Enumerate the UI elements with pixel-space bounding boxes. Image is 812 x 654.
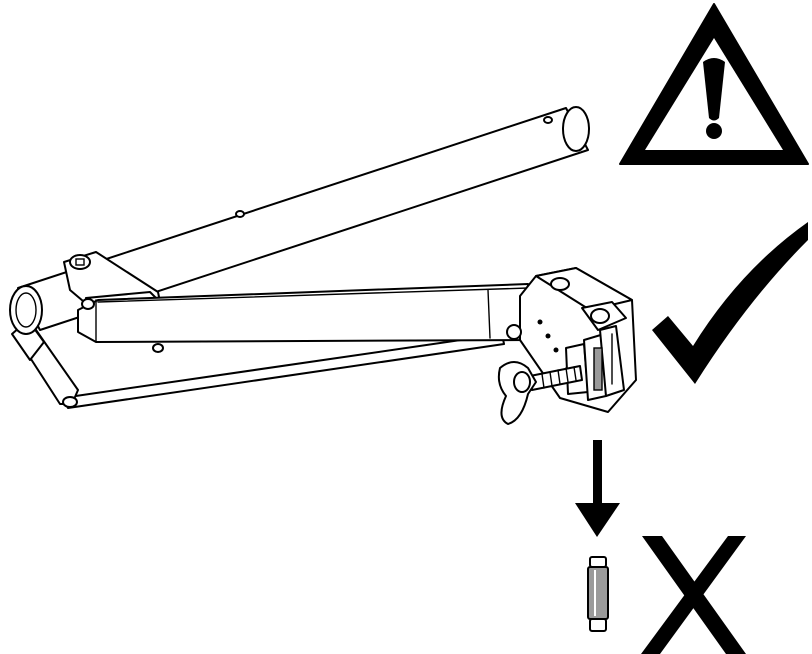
warning-triangle-icon [619,3,809,165]
wing-knob [497,361,537,425]
arrow-down-icon [575,440,620,537]
brace-rod [61,333,505,409]
clamp-hole [590,308,610,324]
bracket-bolt [69,254,91,270]
checkmark-icon [652,222,808,384]
cross-x-icon [641,536,746,654]
tube-open-end [9,285,43,335]
arm-assembly [9,106,637,425]
threaded-pin [587,556,609,632]
clamp-screw [497,361,583,425]
exclamation-dot [706,123,722,139]
exclamation-bar [703,58,725,121]
upper-tube-end [562,106,590,152]
